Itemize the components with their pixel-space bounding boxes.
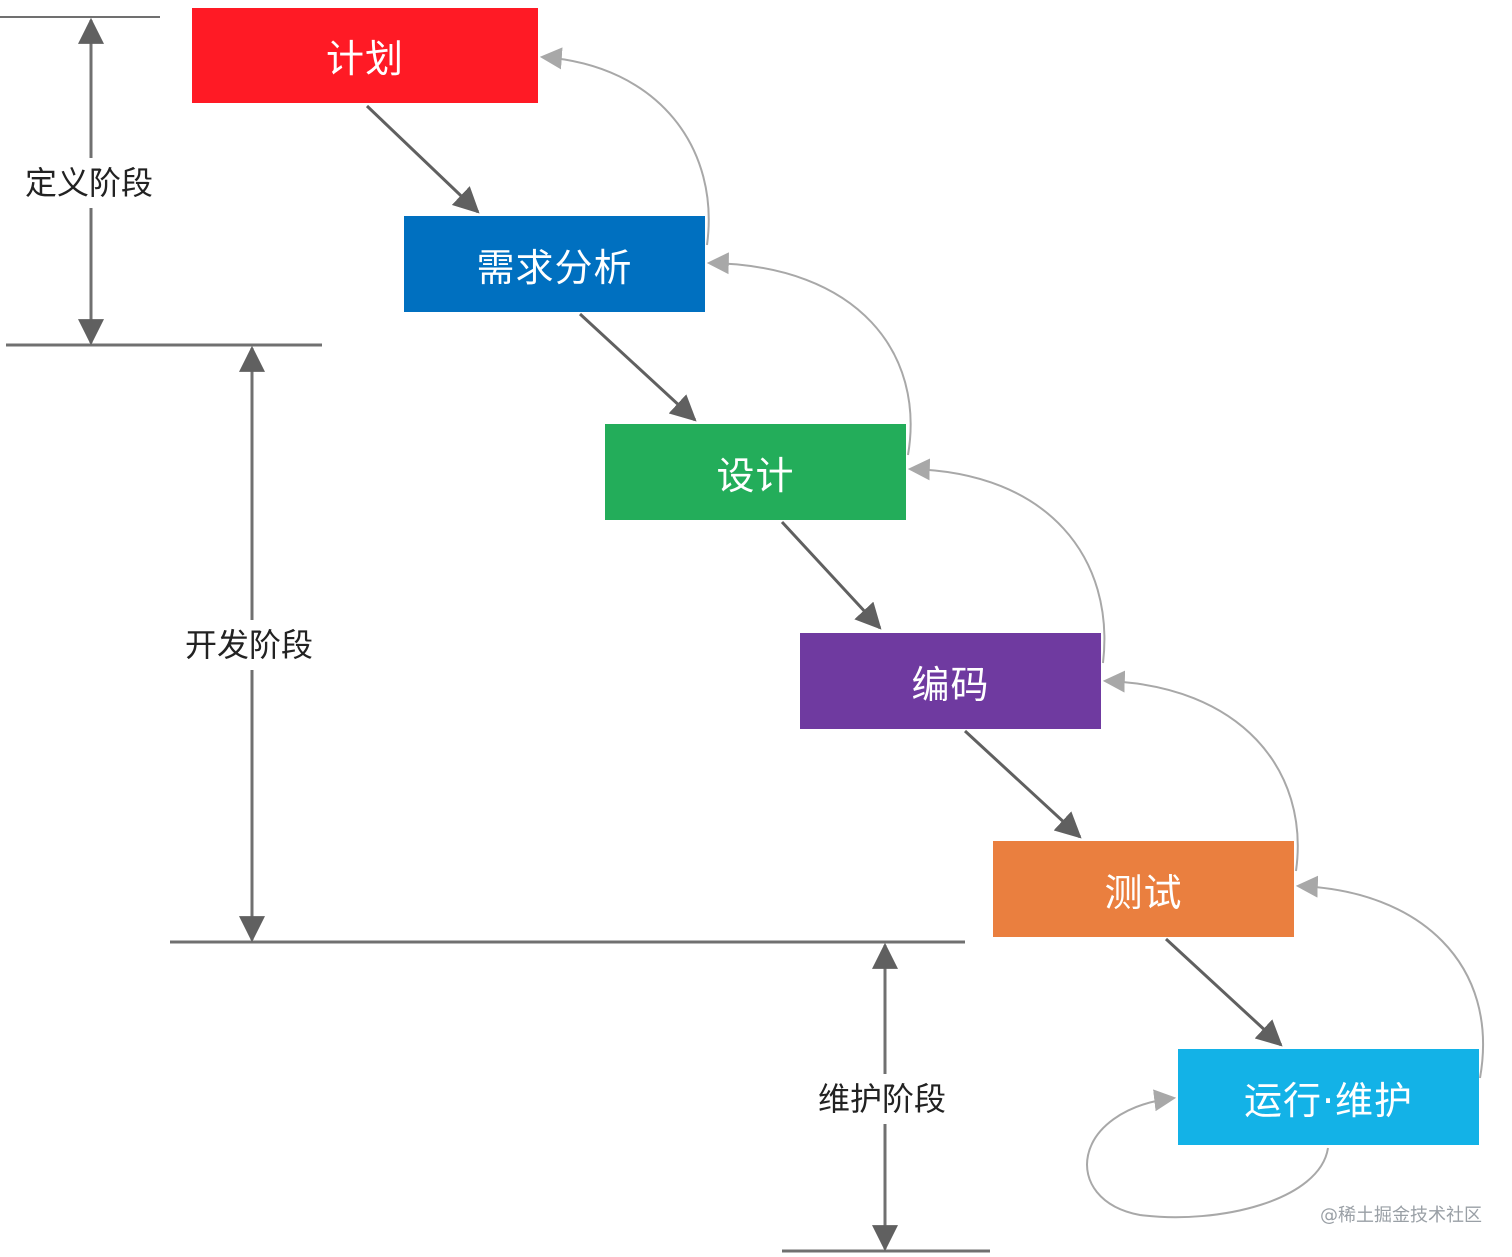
feedback-arrow-operation-self-loop [1086, 1089, 1329, 1219]
phase-label-maintenance: 维护阶段 [818, 1074, 947, 1125]
stage-plan: 计划 [192, 8, 538, 103]
stage-testing: 测试 [993, 841, 1294, 937]
stage-testing-label: 测试 [1104, 870, 1183, 915]
stage-design-label: 设计 [716, 453, 795, 498]
stage-plan-label: 计划 [325, 37, 404, 81]
phase-label-definition: 定义阶段 [25, 158, 154, 209]
stage-operation-maintenance-label: 运行·维护 [1243, 1078, 1414, 1123]
feedback-arrow-design-to-analysis [706, 252, 912, 456]
watermark: @稀土掘金技术社区 [1320, 1205, 1482, 1226]
flow-arrow-design-to-coding [780, 520, 882, 630]
flow-arrow-coding-to-testing [963, 729, 1082, 839]
feedback-arrow-operation-to-testing [1295, 875, 1485, 1079]
stage-requirements-analysis-label: 需求分析 [476, 245, 633, 290]
flow-arrow-testing-to-operation [1164, 937, 1283, 1047]
stage-requirements-analysis: 需求分析 [404, 216, 705, 312]
flow-arrow-plan-to-analysis [365, 104, 480, 214]
flow-arrow-analysis-to-design [578, 312, 697, 422]
stage-coding: 编码 [800, 633, 1101, 729]
phase-label-development: 开发阶段 [185, 620, 314, 671]
feedback-arrow-coding-to-design [907, 458, 1106, 664]
stage-operation-maintenance: 运行·维护 [1178, 1049, 1479, 1145]
stage-coding-label: 编码 [911, 662, 990, 707]
feedback-arrow-testing-to-coding [1102, 670, 1299, 872]
feedback-arrow-analysis-to-plan [539, 47, 710, 246]
stage-design: 设计 [605, 424, 906, 520]
